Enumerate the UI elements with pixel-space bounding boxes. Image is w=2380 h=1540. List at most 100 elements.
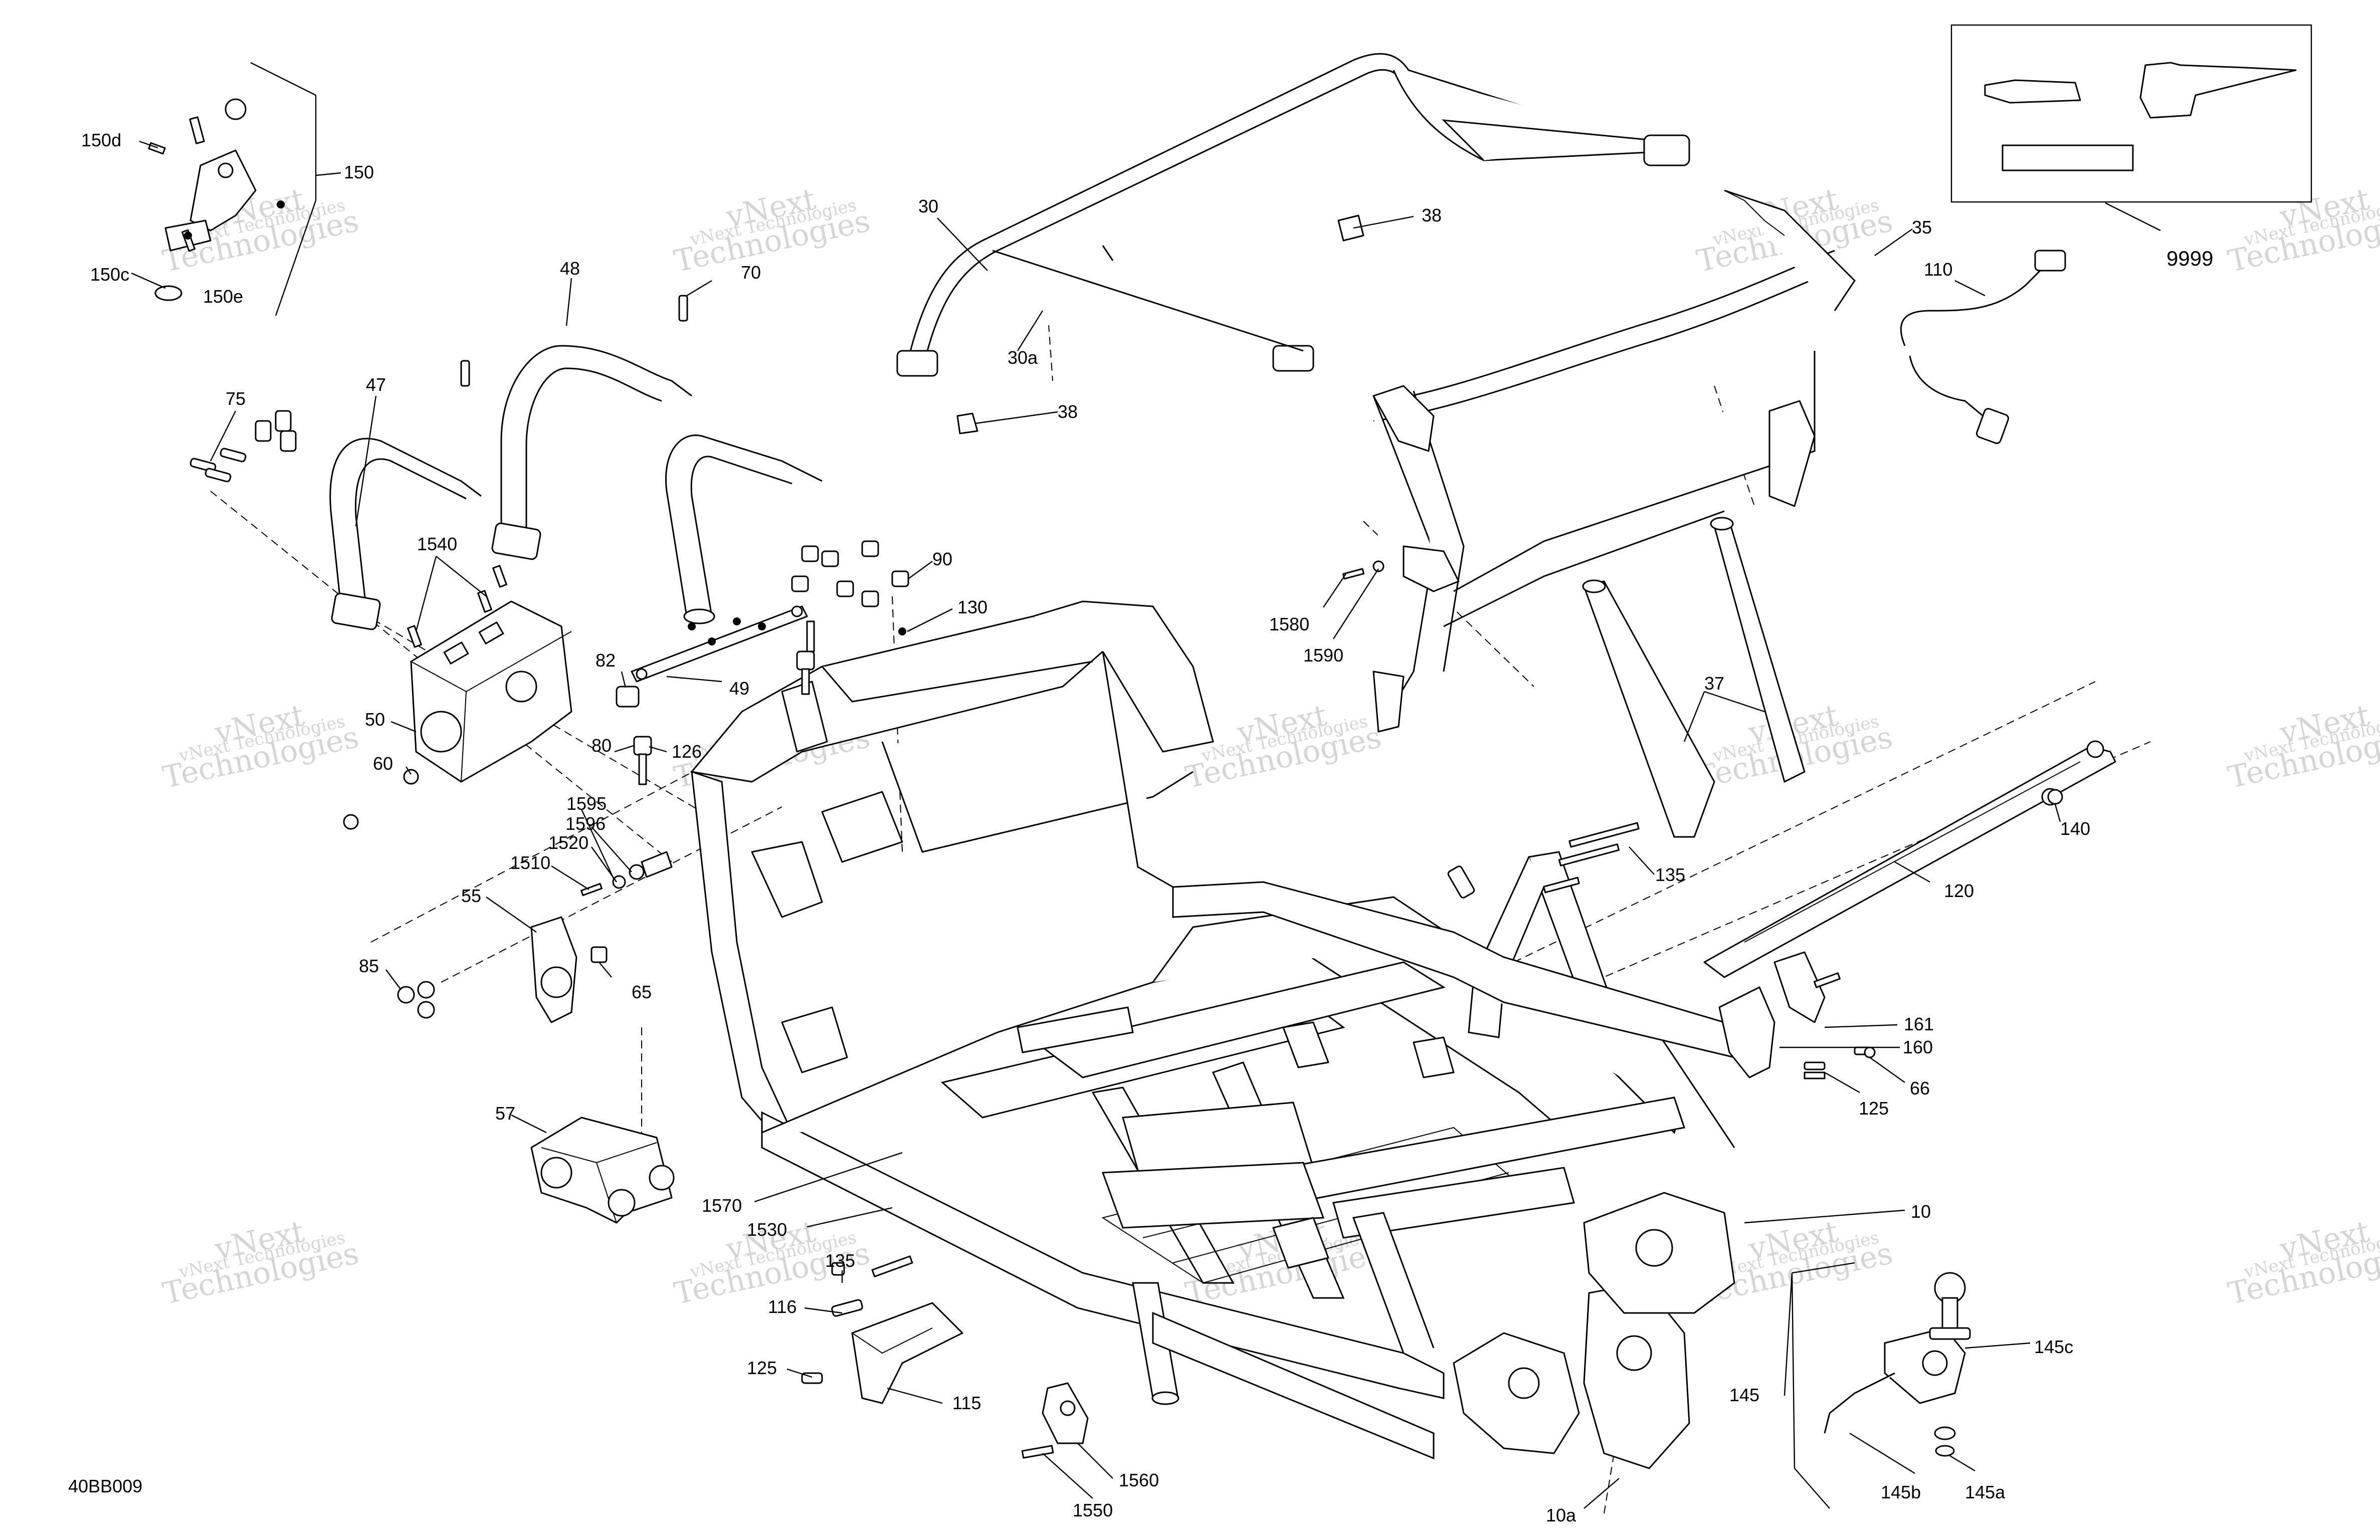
callout-110: 110 xyxy=(1924,259,1952,280)
callout-135-right: 135 xyxy=(1655,864,1685,885)
callout-160: 160 xyxy=(1903,1037,1933,1057)
callout-161: 161 xyxy=(1904,1014,1934,1034)
callout-115: 115 xyxy=(952,1393,981,1413)
watermark: vNext Technologies vNext Technologies xyxy=(2225,182,2380,279)
callout-120: 120 xyxy=(1944,881,1974,901)
callout-1510: 1510 xyxy=(510,852,550,873)
watermark: vNext Technologies vNext Technologies xyxy=(160,1214,362,1311)
roll-cage-rear-frame xyxy=(1372,189,1856,733)
cage-rear-left-gusset xyxy=(1372,385,1435,452)
callout-150: 150 xyxy=(344,162,374,182)
callout-38-top: 38 xyxy=(1422,205,1442,226)
callout-35: 35 xyxy=(1912,217,1932,238)
mount-55 xyxy=(530,916,608,1023)
callout-150d: 150d xyxy=(81,130,121,150)
callout-1550: 1550 xyxy=(1073,1500,1113,1520)
watermark: vNext Technologies vNext Technologies xyxy=(671,182,873,279)
cage-corner-bracket xyxy=(1643,134,1690,166)
bracket-115-assembly xyxy=(801,1255,963,1404)
rail-49 xyxy=(631,605,808,683)
bracket-150-assembly xyxy=(148,98,285,301)
callout-80: 80 xyxy=(591,735,612,756)
screws-1540 xyxy=(407,295,688,648)
hitch-145 xyxy=(1824,1272,1971,1457)
callout-75: 75 xyxy=(226,388,246,409)
cage-left-foot-plate xyxy=(1372,671,1405,733)
callout-1530: 1530 xyxy=(747,1219,787,1240)
callout-55: 55 xyxy=(461,886,481,906)
callout-140: 140 xyxy=(2060,818,2090,839)
hardware-1510-1596 xyxy=(580,851,673,897)
callout-47: 47 xyxy=(366,374,386,395)
roll-cage-posts xyxy=(1582,517,1806,838)
callout-82: 82 xyxy=(596,650,616,671)
callout-145c: 145c xyxy=(2034,1337,2073,1357)
reference-code: 40BB009 xyxy=(68,1476,142,1496)
watermark: vNext Technologies vNext Technologies xyxy=(2225,1214,2380,1311)
callout-37: 37 xyxy=(1704,673,1724,694)
callout-1590: 1590 xyxy=(1303,645,1343,666)
cage-foot-center xyxy=(1272,345,1314,372)
mount-57 xyxy=(530,1117,675,1224)
callout-145b: 145b xyxy=(1881,1482,1921,1502)
side-bar-unlabeled xyxy=(665,434,823,624)
callout-70: 70 xyxy=(741,262,761,283)
callout-10: 10 xyxy=(1911,1201,1931,1222)
callout-135-front: 135 xyxy=(825,1250,855,1271)
callout-1540: 1540 xyxy=(417,534,457,554)
bushings-80-82-126 xyxy=(616,620,815,785)
callout-116: 116 xyxy=(768,1296,797,1317)
roll-cage-front-hoop xyxy=(896,53,1690,377)
bracket-1550-1560 xyxy=(1021,1382,1089,1459)
callout-90: 90 xyxy=(932,549,952,569)
callout-1570: 1570 xyxy=(702,1195,742,1216)
bracket-160-161 xyxy=(1718,951,1871,1079)
callout-1560: 1560 xyxy=(1119,1470,1159,1490)
nuts-85 xyxy=(397,981,435,1019)
callout-38-bottom: 38 xyxy=(1058,401,1078,422)
callout-65: 65 xyxy=(632,982,652,1002)
callout-1595: 1595 xyxy=(566,793,607,814)
callout-30a: 30a xyxy=(1008,347,1038,368)
callout-126: 126 xyxy=(672,741,702,762)
callout-30: 30 xyxy=(918,196,938,216)
watermark: vNext Technologies vNext Technologies xyxy=(2225,698,2380,795)
callout-150c: 150c xyxy=(90,264,129,285)
callout-125-right: 125 xyxy=(1859,1098,1889,1119)
callout-130: 130 xyxy=(957,597,987,617)
callout-1596: 1596 xyxy=(565,813,606,834)
callout-150e: 150e xyxy=(203,286,243,307)
callout-60: 60 xyxy=(373,753,393,774)
callout-50: 50 xyxy=(365,709,385,730)
side-bar-48 xyxy=(491,345,692,560)
callout-1520: 1520 xyxy=(548,832,588,853)
callout-145a: 145a xyxy=(1965,1482,2006,1502)
leader-lines xyxy=(131,62,2161,1509)
bolts-135-right xyxy=(1447,822,1640,899)
callout-57: 57 xyxy=(495,1103,515,1124)
nuts-90 xyxy=(688,540,909,645)
cage-right-knee-plate xyxy=(1768,400,1816,507)
bracket-110 xyxy=(1900,250,2066,444)
callout-1580: 1580 xyxy=(1269,614,1309,634)
callout-145: 145 xyxy=(1729,1385,1759,1405)
callout-9999: 9999 xyxy=(2166,247,2213,270)
callout-49: 49 xyxy=(729,678,749,699)
main-chassis-frame xyxy=(690,600,1736,1469)
callout-66: 66 xyxy=(1910,1078,1930,1098)
cage-foot-left xyxy=(896,350,938,377)
side-bar-47 xyxy=(329,437,482,630)
caps-38 xyxy=(956,214,1364,434)
front-mount-bracket-50 xyxy=(343,600,572,830)
small-hardware-right xyxy=(1804,789,2063,1070)
callout-48: 48 xyxy=(560,258,580,279)
hardware-1580-1590 xyxy=(1342,560,1384,580)
watermark: vNext Technologies vNext Technologies xyxy=(160,698,362,795)
callout-labels: 150d 150 150c 150e 48 70 47 75 1540 50 6… xyxy=(68,130,2213,1525)
decal-inset-9999 xyxy=(1950,24,2312,203)
bolts-75 xyxy=(189,410,297,483)
callout-85: 85 xyxy=(359,956,379,976)
cage-left-knee-plate xyxy=(1403,545,1460,592)
callout-125-front: 125 xyxy=(747,1358,777,1378)
